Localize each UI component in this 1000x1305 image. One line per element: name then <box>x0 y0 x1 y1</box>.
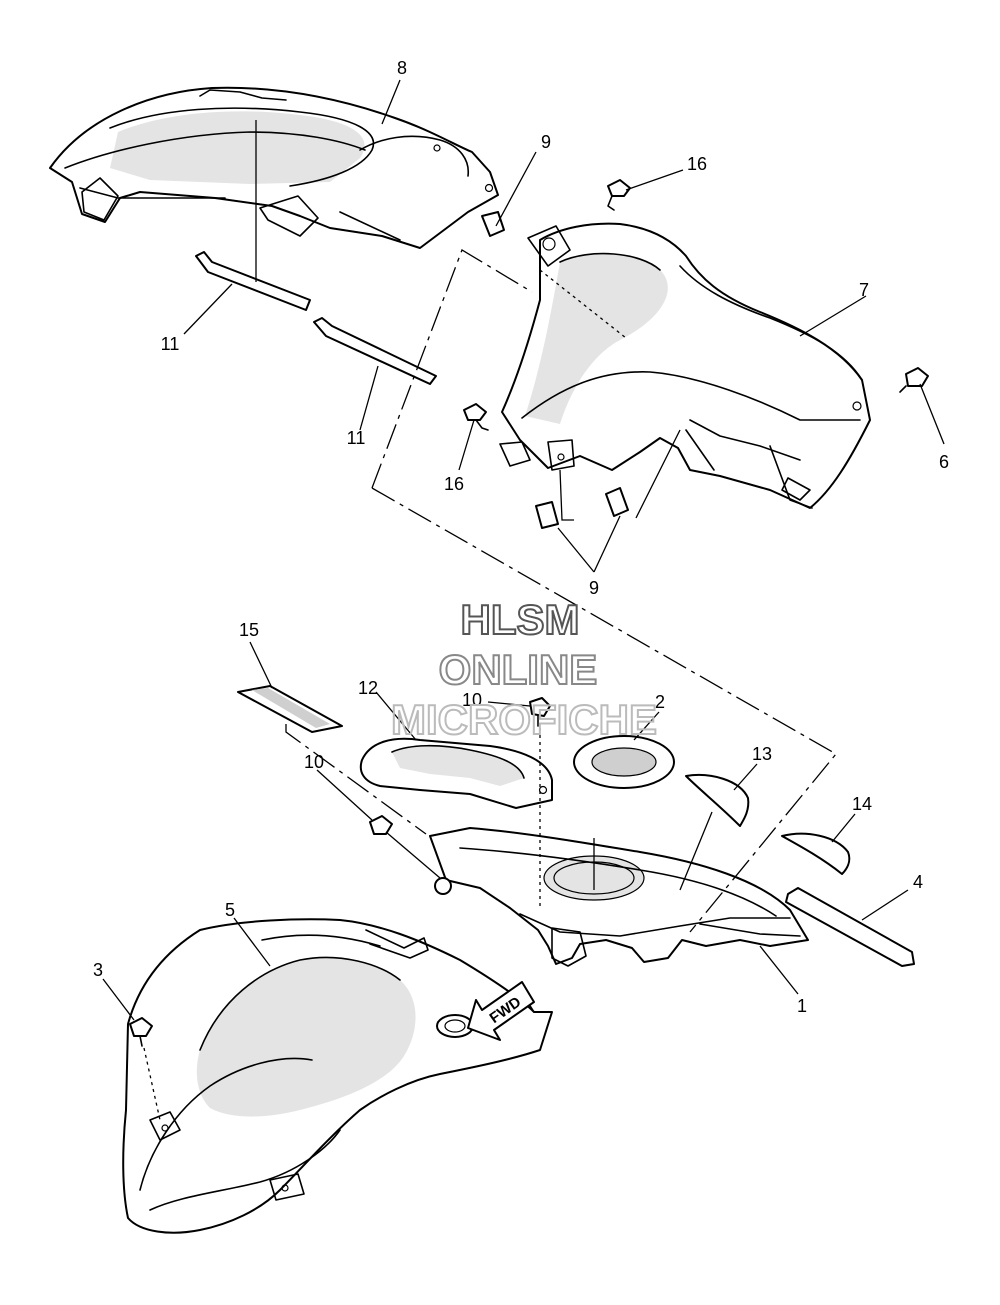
watermark-line-3: MICROFICHE <box>391 696 657 743</box>
watermark-line-1: HLSM <box>461 596 580 643</box>
callout-labels: 8 9 16 7 11 11 6 16 9 15 12 10 2 13 10 1… <box>93 58 949 1016</box>
callout-14: 14 <box>852 794 872 814</box>
callout-16-top: 16 <box>687 154 707 174</box>
part-2-grommet <box>573 735 675 789</box>
part-13-pad <box>685 774 750 827</box>
callout-9-top: 9 <box>541 132 551 152</box>
part-11-strip-upper <box>195 251 311 311</box>
part-9-nut-left <box>535 501 559 529</box>
callout-11-lower: 11 <box>347 428 366 448</box>
callout-8: 8 <box>397 58 407 78</box>
callout-10-lower: 10 <box>304 752 324 772</box>
part-16-screw-left <box>463 403 489 431</box>
callout-3: 3 <box>93 960 103 980</box>
callout-4: 4 <box>913 872 923 892</box>
part-15-tape <box>237 685 343 733</box>
part-14-pad <box>781 832 851 875</box>
part-10-screw-upper <box>529 697 551 727</box>
leader-lines <box>102 79 945 1021</box>
callout-7: 7 <box>859 280 869 300</box>
part-9-nut-right <box>605 487 629 517</box>
part-7-inner-panel <box>499 222 871 509</box>
part-10-screw-lower <box>369 815 393 835</box>
callout-1: 1 <box>797 996 807 1016</box>
callout-12: 12 <box>358 678 378 698</box>
callout-9-bottom: 9 <box>589 578 599 598</box>
callout-10-upper: 10 <box>462 690 482 710</box>
callout-2: 2 <box>655 692 665 712</box>
part-8-upper-cover <box>49 86 499 249</box>
watermark: HLSM ONLINE MICROFICHE <box>390 595 658 744</box>
part-6-screw <box>899 367 929 393</box>
assembly-lines <box>143 120 837 1121</box>
watermark-line-2: ONLINE <box>439 646 598 693</box>
part-9-nut-top <box>481 211 505 237</box>
callout-6: 6 <box>939 452 949 472</box>
callout-13: 13 <box>752 744 772 764</box>
part-3-screw <box>129 1017 153 1047</box>
part-12-duct <box>359 737 553 809</box>
part-16-screw-top <box>607 179 631 211</box>
callout-11-upper: 11 <box>161 334 180 354</box>
part-5-front-cowl <box>122 918 553 1234</box>
part-11-strip-lower <box>313 317 437 385</box>
part-1-base-panel <box>429 827 809 967</box>
callout-15: 15 <box>239 620 259 640</box>
callout-16-left: 16 <box>444 474 464 494</box>
callout-5: 5 <box>225 900 235 920</box>
part-4-strip <box>785 887 915 967</box>
